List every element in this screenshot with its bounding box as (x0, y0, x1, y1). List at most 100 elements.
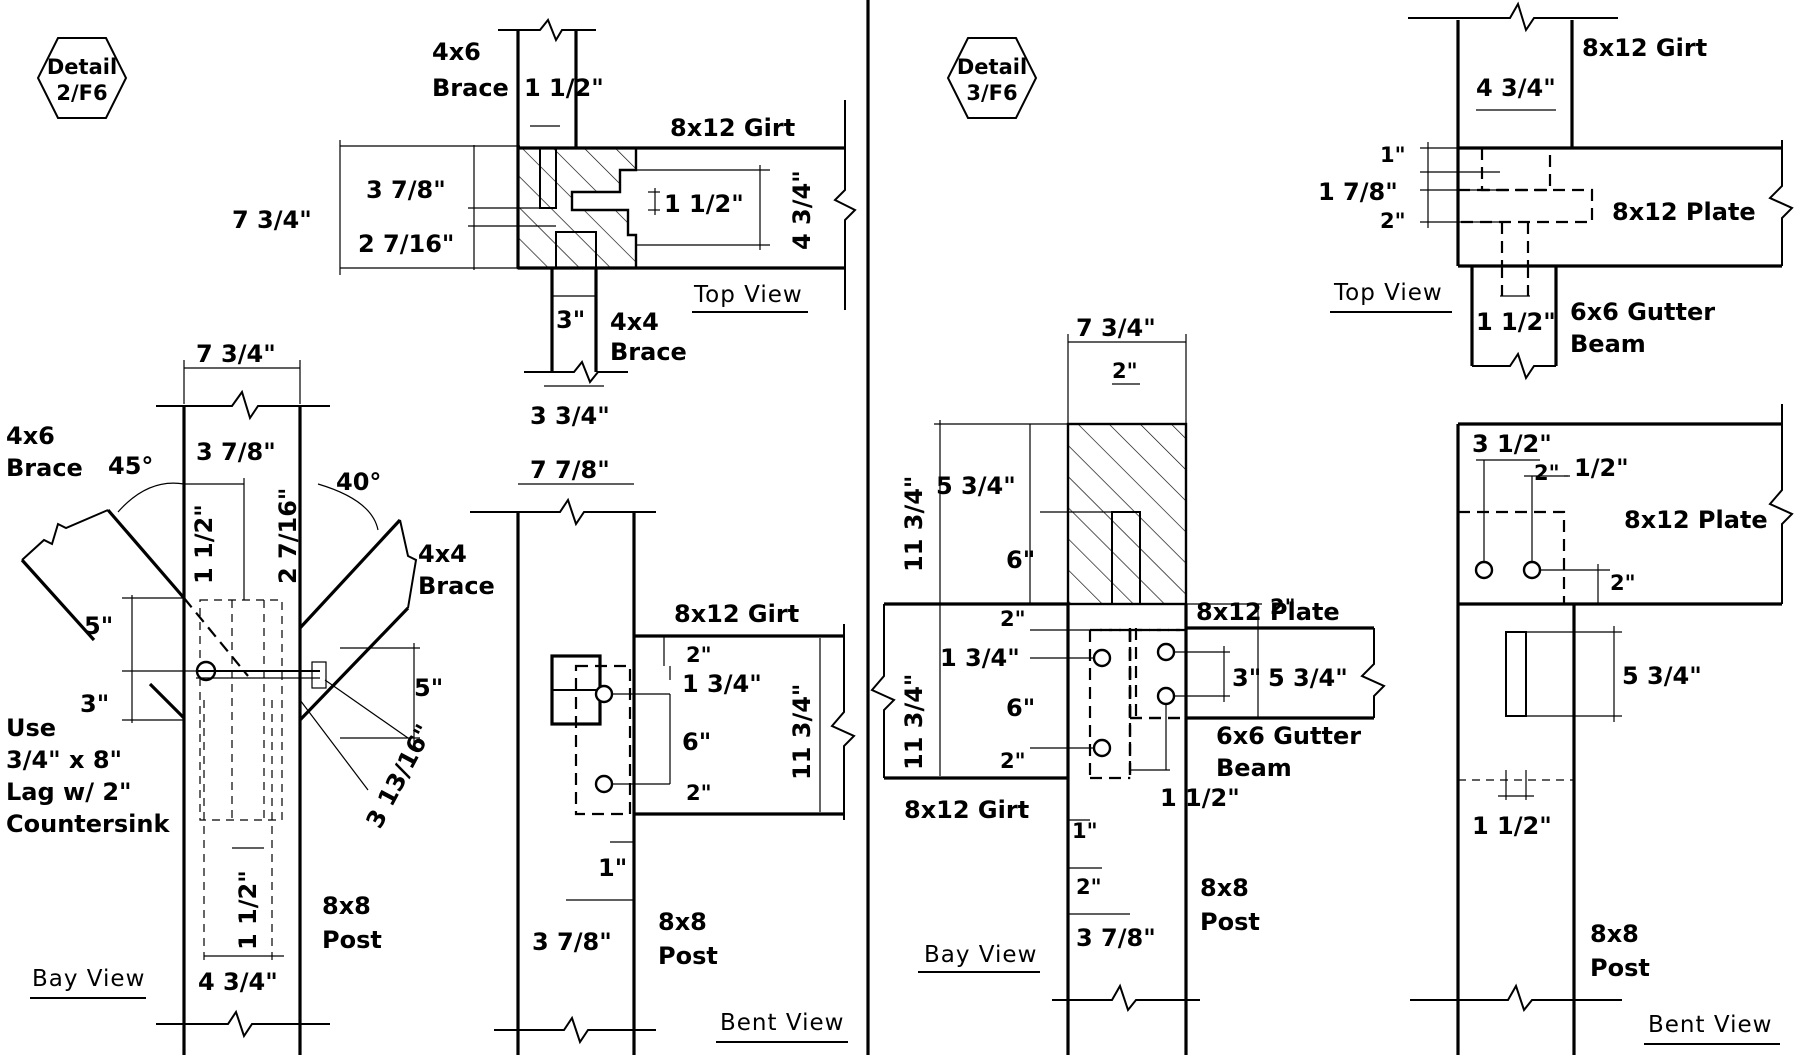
bay-r-dim-1-3-4: 1 3/4" (940, 644, 1020, 672)
dim-7-3-4: 7 3/4" (232, 206, 312, 234)
top-view-right: 8x12 Girt 4 3/4" 1" 1 7/8" 2" 8x12 Plate… (1318, 1, 1794, 381)
brace-4x6-label-top: 4x6 (432, 38, 481, 66)
bay-dim-3: 3" (80, 690, 109, 718)
bent-r-dim-2-right: 2" (1610, 571, 1636, 595)
top-girt-label: 8x12 Girt (1582, 34, 1707, 62)
bay-r-plate-label: 8x12 Plate (1196, 598, 1340, 626)
lag-note-line3: Lag w/ 2" (6, 778, 132, 806)
lag-note-line2: 3/4" x 8" (6, 746, 122, 774)
bay-angle-45: 45° (108, 452, 153, 480)
bent-r-plate-label: 8x12 Plate (1624, 506, 1768, 534)
bay-r-dim-3: 3" (1232, 664, 1261, 692)
bay-r-post-label-bottom: Post (1200, 908, 1260, 936)
bay-r-dim-6-lower: 6" (1006, 694, 1035, 722)
bay-dim-1-1-2-lower: 1 1/2" (234, 870, 262, 950)
bay-post-label-top: 8x8 (322, 892, 371, 920)
dim-3: 3" (556, 306, 585, 334)
bay-r-dim-2-bottom: 2" (1076, 875, 1102, 899)
bay-dim-4-3-4: 4 3/4" (198, 968, 278, 996)
brace-4x6-label-bottom: Brace (432, 74, 509, 102)
bay-r-dim-2-left: 2" (1000, 607, 1026, 631)
bay-dim-5-right: 5" (414, 674, 443, 702)
bent-dim-1-3-4: 1 3/4" (682, 670, 762, 698)
bay-dim-2-7-16: 2 7/16" (274, 488, 302, 584)
view-label-top-right: Top View (1333, 280, 1443, 306)
view-label-top-left: Top View (693, 282, 803, 308)
bent-dim-7-7-8: 7 7/8" (530, 456, 610, 484)
detail-tag-number: 3/F6 (966, 81, 1017, 105)
top-gutter-label-bottom: Beam (1570, 330, 1646, 358)
top-dim-1: 1" (1380, 143, 1406, 167)
bent-r-dim-2: 2" (1534, 461, 1560, 485)
bay-dim-1-1-2-upper: 1 1/2" (190, 504, 218, 584)
top-dim-4-3-4: 4 3/4" (1476, 74, 1556, 102)
bent-r-dim-1-1-2: 1 1/2" (1472, 812, 1552, 840)
view-label-bay-right: Bay View (924, 942, 1037, 968)
bent-dim-1: 1" (598, 854, 627, 882)
top-plate-label: 8x12 Plate (1612, 198, 1756, 226)
bent-r-post-label-bottom: Post (1590, 954, 1650, 982)
bay-r-girt-label: 8x12 Girt (904, 796, 1029, 824)
bay-dim-7-3-4: 7 3/4" (196, 340, 276, 368)
bay-view-left: 4x6 Brace 7 3/4" 3 7/8" 45° 40° 1 1/2" 2… (6, 340, 495, 1055)
view-label-bent-right: Bent View (1648, 1012, 1772, 1038)
view-label-bay-left: Bay View (32, 966, 145, 992)
bay-dim-5-left: 5" (84, 612, 113, 640)
top-dim-1-1-2: 1 1/2" (1476, 308, 1556, 336)
bay-r-dim-5-3-4-right: 5 3/4" (1268, 664, 1348, 692)
top-dim-1-7-8: 1 7/8" (1318, 178, 1398, 206)
bay-dim-3-7-8: 3 7/8" (196, 438, 276, 466)
bay-r-dim-2-top: 2" (1112, 359, 1138, 383)
dim-3-7-8: 3 7/8" (366, 176, 446, 204)
lag-note-line4: Countersink (6, 810, 170, 838)
bay-view-right: 7 3/4" 2" 5 3/4" 11 3/4" 6" 8x12 Plate 2… (870, 314, 1386, 1055)
dim-4-3-4: 4 3/4" (788, 170, 816, 250)
bay-r-dim-2-lower: 2" (1000, 749, 1026, 773)
bent-r-dim-3-1-2: 3 1/2" (1472, 430, 1552, 458)
bay-r-dim-6-upper: 6" (1006, 546, 1035, 574)
dim-2-7-16: 2 7/16" (358, 230, 454, 258)
top-view-left: 4x6 Brace 1 1/2" 8x12 Girt 3 7/8" 7 3/4"… (232, 18, 857, 430)
bent-post-label-bottom: Post (658, 942, 718, 970)
bay-r-dim-1: 1" (1072, 819, 1098, 843)
bent-r-post-label-top: 8x8 (1590, 920, 1639, 948)
bent-r-dim-5-3-4: 5 3/4" (1622, 662, 1702, 690)
girt-label: 8x12 Girt (670, 114, 795, 142)
bay-r-dim-7-3-4: 7 3/4" (1076, 314, 1156, 342)
top-dim-2: 2" (1380, 209, 1406, 233)
dim-3-3-4: 3 3/4" (530, 402, 610, 430)
bay-brace-4x6-top: 4x6 (6, 422, 55, 450)
view-label-bent-left: Bent View (720, 1010, 844, 1036)
bent-dim-2-top: 2" (686, 643, 712, 667)
bay-r-dim-5-3-4: 5 3/4" (936, 472, 1016, 500)
brace-4x4-label-top: 4x4 (610, 308, 659, 336)
dim-slot: 1 1/2" (664, 190, 744, 218)
bay-dim-3-13-16: 3 13/16" (361, 720, 439, 833)
bay-r-post-label-top: 8x8 (1200, 874, 1249, 902)
brace-4x4-label-bottom: Brace (610, 338, 687, 366)
bay-r-gutter-label-top: 6x6 Gutter (1216, 722, 1361, 750)
bay-brace-4x6-bottom: Brace (6, 454, 83, 482)
bay-r-dim-2-right: 2" (1270, 595, 1296, 619)
bay-brace-4x4-top: 4x4 (418, 540, 467, 568)
bent-dim-2-bottom: 2" (686, 781, 712, 805)
bent-post-label-top: 8x8 (658, 908, 707, 936)
bay-r-dim-11-3-4-upper: 11 3/4" (900, 476, 928, 572)
top-gutter-label-top: 6x6 Gutter (1570, 298, 1715, 326)
bent-dim-3-7-8: 3 7/8" (532, 928, 612, 956)
bay-r-dim-11-3-4-lower: 11 3/4" (900, 674, 928, 770)
bay-r-dim-1-1-2: 1 1/2" (1160, 784, 1240, 812)
bay-r-dim-3-7-8: 3 7/8" (1076, 924, 1156, 952)
bent-r-dim-1-2: 1/2" (1574, 454, 1629, 482)
bent-girt-label: 8x12 Girt (674, 600, 799, 628)
bent-dim-6: 6" (682, 728, 711, 756)
bent-dim-11-3-4: 11 3/4" (788, 684, 816, 780)
dim-tenon-width: 1 1/2" (524, 74, 604, 102)
detail-tag-title: Detail (47, 55, 117, 79)
bay-r-gutter-label-bottom: Beam (1216, 754, 1292, 782)
detail-tag-right: Detail 3/F6 (946, 37, 1038, 119)
detail-tag-number: 2/F6 (56, 81, 107, 105)
bay-brace-4x4-bottom: Brace (418, 572, 495, 600)
detail-tag-title: Detail (957, 55, 1027, 79)
